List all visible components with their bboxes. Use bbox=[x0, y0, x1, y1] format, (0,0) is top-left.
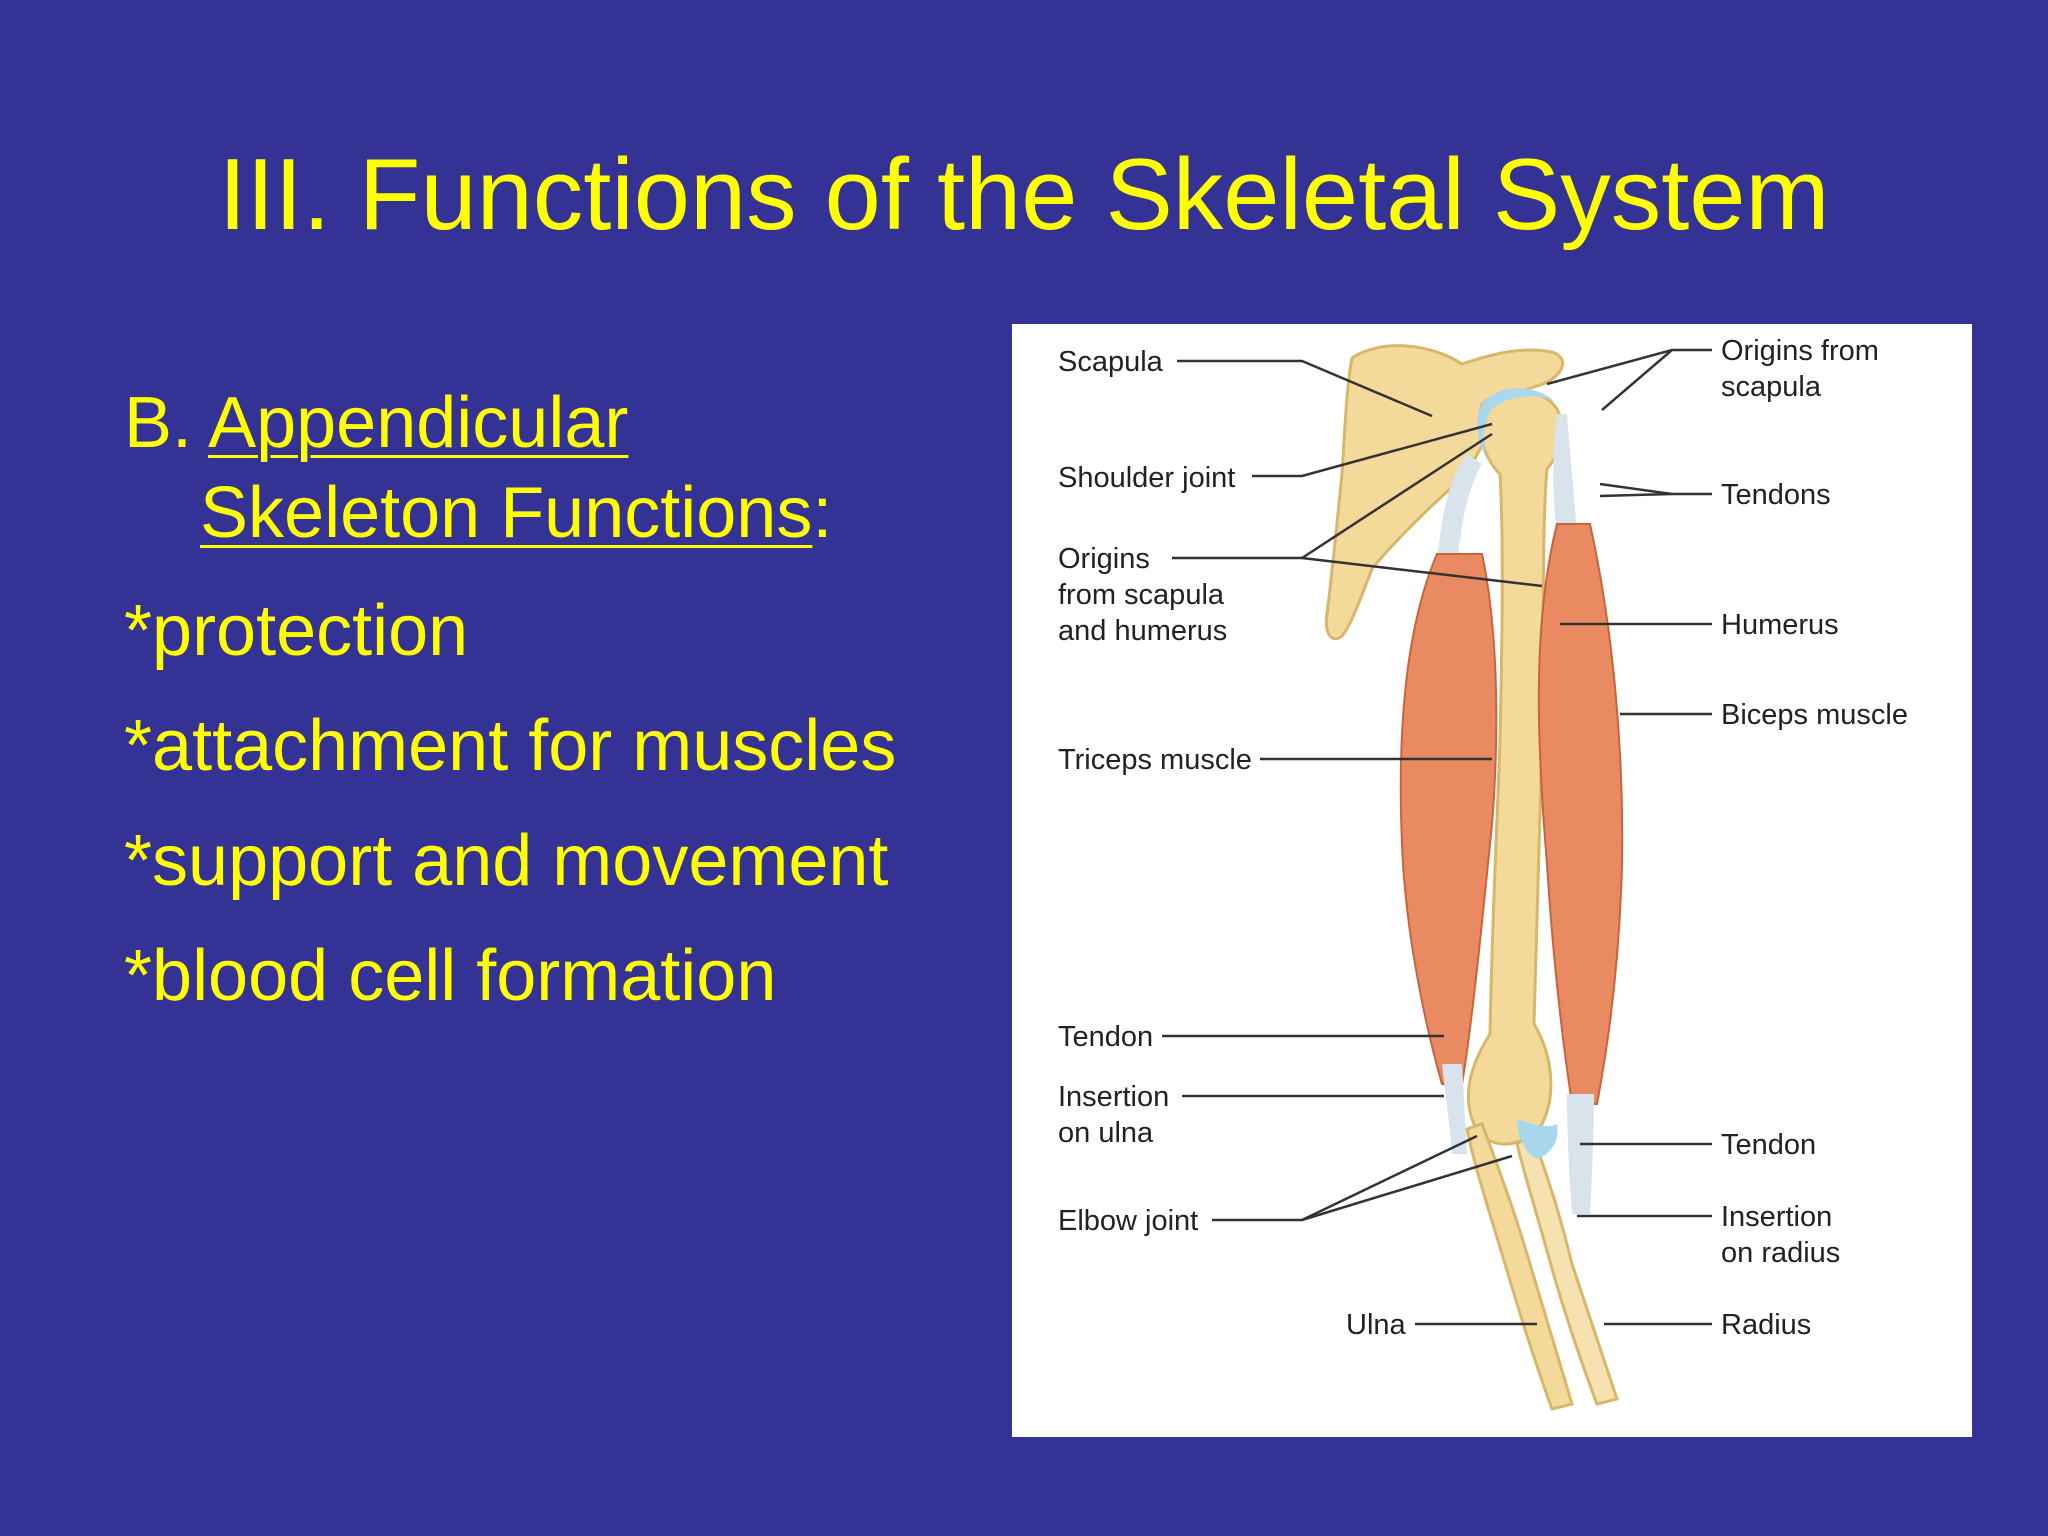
label-tendon: Tendon bbox=[1721, 1129, 1816, 1161]
label-shoulder-joint: Shoulder joint bbox=[1058, 462, 1235, 494]
section-prefix: B. bbox=[124, 383, 209, 463]
bullet-item: *support and movement bbox=[124, 821, 889, 901]
label-insertion-ulna: on ulna bbox=[1058, 1117, 1154, 1149]
figure-labels: Scapula Shoulder joint Origins from scap… bbox=[1058, 335, 1908, 1341]
label-humerus: Humerus bbox=[1721, 609, 1839, 641]
bullet-item: *attachment for muscles bbox=[124, 706, 897, 786]
label-radius: Radius bbox=[1721, 1309, 1811, 1341]
section-heading: B. Appendicular bbox=[124, 378, 1024, 468]
bullet-item: *blood cell formation bbox=[124, 936, 777, 1016]
biceps-origin-tendon bbox=[1553, 414, 1577, 534]
ulna-bone bbox=[1465, 1122, 1574, 1411]
slide-title: III. Functions of the Skeletal System bbox=[218, 139, 1830, 251]
label-tendon: Tendon bbox=[1058, 1021, 1153, 1053]
label-scapula: Scapula bbox=[1058, 346, 1164, 378]
label-insertion-ulna: Insertion bbox=[1058, 1081, 1169, 1113]
label-origins-scapula-humerus: and humerus bbox=[1058, 615, 1227, 647]
label-insertion-radius: Insertion bbox=[1721, 1201, 1832, 1233]
label-biceps-muscle: Biceps muscle bbox=[1721, 699, 1908, 731]
label-ulna: Ulna bbox=[1346, 1309, 1407, 1341]
biceps-insertion-tendon bbox=[1567, 1094, 1594, 1214]
scapula-bone bbox=[1324, 344, 1565, 641]
label-insertion-radius: on radius bbox=[1721, 1237, 1840, 1269]
triceps-origin-tendon bbox=[1437, 454, 1482, 564]
label-origins-from-scapula: Origins from bbox=[1721, 335, 1879, 367]
section-heading-cont: Skeleton Functions: bbox=[124, 468, 1024, 558]
elbow-joint-cartilage bbox=[1517, 1119, 1558, 1159]
biceps-muscle bbox=[1537, 523, 1624, 1105]
slide-content: B. Appendicular Skeleton Functions: *pro… bbox=[124, 378, 1024, 1021]
section-heading-line2: Skeleton Functions bbox=[200, 473, 813, 553]
triceps-insertion-tendon bbox=[1442, 1064, 1467, 1154]
section-heading-line1: Appendicular bbox=[208, 383, 629, 463]
arm-anatomy-figure: Scapula Shoulder joint Origins from scap… bbox=[1012, 324, 1972, 1437]
humerus-bone bbox=[1466, 389, 1564, 1146]
arm-anatomy-illustration: Scapula Shoulder joint Origins from scap… bbox=[1058, 335, 1908, 1411]
radius-bone bbox=[1515, 1131, 1619, 1406]
bullet-item: *protection bbox=[124, 591, 469, 671]
label-origins-from-scapula: scapula bbox=[1721, 371, 1822, 403]
label-tendons: Tendons bbox=[1721, 479, 1831, 511]
label-origins-scapula-humerus: Origins bbox=[1058, 543, 1150, 575]
label-triceps-muscle: Triceps muscle bbox=[1058, 744, 1252, 776]
label-origins-scapula-humerus: from scapula bbox=[1058, 579, 1225, 611]
section-heading-colon: : bbox=[812, 473, 833, 553]
triceps-muscle bbox=[1399, 553, 1498, 1085]
leader-lines bbox=[1162, 348, 1712, 1326]
label-elbow-joint: Elbow joint bbox=[1058, 1205, 1198, 1237]
